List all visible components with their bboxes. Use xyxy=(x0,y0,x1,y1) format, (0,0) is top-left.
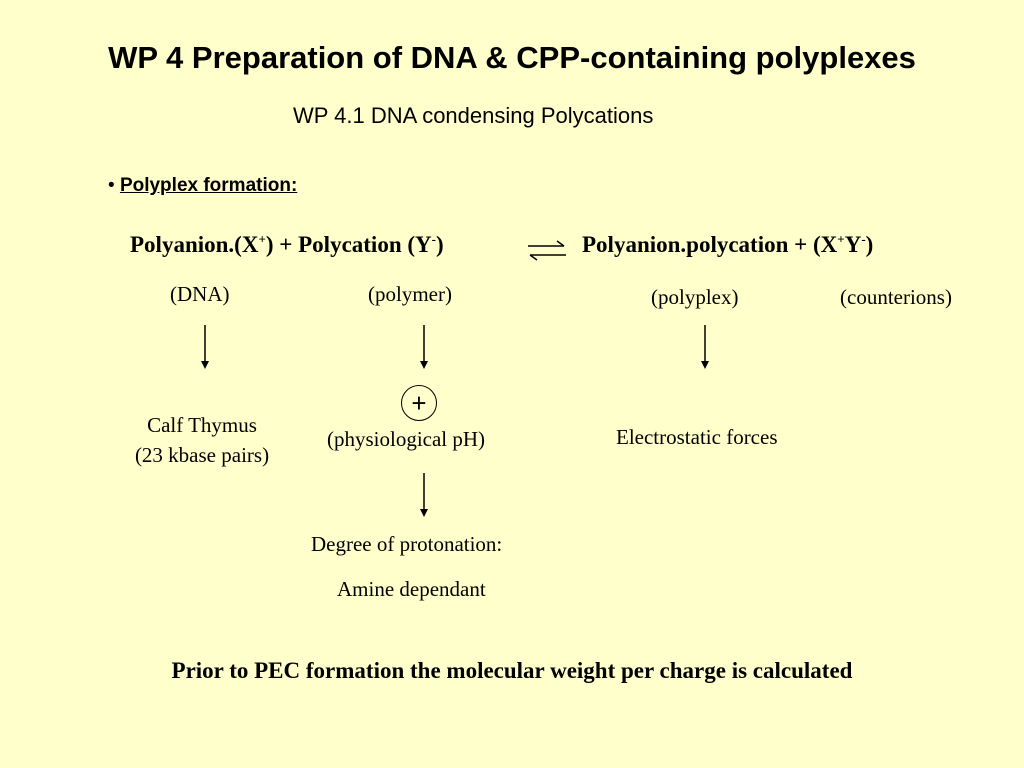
equation-right: Polyanion.polycation + (X+Y-) xyxy=(582,232,873,258)
eq-left-b-sup: - xyxy=(431,231,436,247)
label-polyplex: (polyplex) xyxy=(651,285,739,309)
eq-right-b-sup: - xyxy=(861,231,866,247)
arrow-down-icon xyxy=(201,325,209,369)
eq-right-a-sup: + xyxy=(837,231,845,247)
eq-right-a: Polyanion.polycation + (X xyxy=(582,232,838,257)
slide-subtitle: WP 4.1 DNA condensing Polycations xyxy=(293,103,654,128)
equilibrium-arrows-icon xyxy=(528,240,566,261)
protonation-degree-text: Degree of protonation: xyxy=(311,532,503,556)
footer-statement: Prior to PEC formation the molecular wei… xyxy=(171,658,853,683)
bullet-marker: • xyxy=(108,175,115,196)
label-counterions: (counterions) xyxy=(840,285,952,309)
slide-title: WP 4 Preparation of DNA & CPP-containing… xyxy=(108,40,916,75)
calf-thymus-line1: Calf Thymus xyxy=(147,413,257,437)
eq-left-a-sup: + xyxy=(258,231,266,247)
physiological-ph-note: (physiological pH) xyxy=(327,427,486,451)
plus-circle-icon: + xyxy=(401,385,437,421)
eq-right-c: ) xyxy=(865,232,874,257)
bullet-heading: Polyplex formation: xyxy=(119,175,298,196)
label-polymer: (polymer) xyxy=(368,282,452,306)
equation-left: Polyanion.(X+) + Polycation (Y-) xyxy=(130,232,444,258)
amine-dependant-text: Amine dependant xyxy=(337,577,486,601)
eq-left-c: ) xyxy=(435,232,444,257)
eq-left-b: ) + Polycation (Y xyxy=(265,232,432,257)
bullet-polyplex-formation: • Polyplex formation: xyxy=(108,175,297,197)
arrow-down-icon xyxy=(420,325,428,369)
eq-right-b: Y xyxy=(844,232,862,257)
calf-thymus-line2: (23 kbase pairs) xyxy=(134,443,270,467)
calf-thymus-note: Calf Thymus (23 kbase pairs) xyxy=(100,410,304,470)
eq-left-a: Polyanion.(X xyxy=(130,232,259,257)
electrostatic-forces-note: Electrostatic forces xyxy=(616,425,778,449)
arrow-down-icon xyxy=(420,473,428,517)
label-dna: (DNA) xyxy=(170,282,230,306)
arrow-down-icon xyxy=(701,325,709,369)
